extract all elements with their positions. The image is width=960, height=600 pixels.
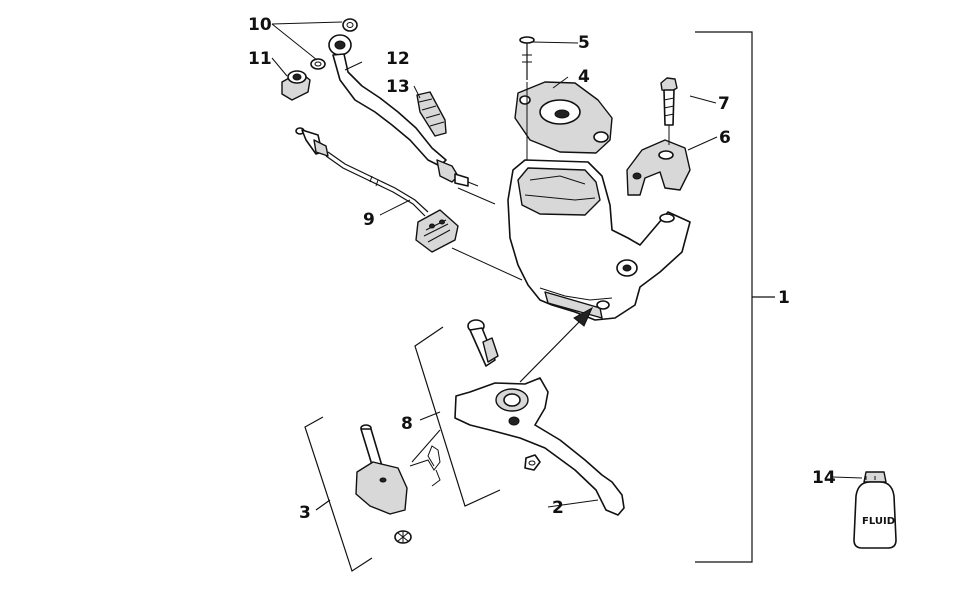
- banjo-bolt: [281, 70, 311, 101]
- assembly-bracket-1: [695, 31, 775, 563]
- callout-13: 13: [386, 77, 410, 97]
- brake-fluid-bottle: FLUID: [853, 471, 897, 549]
- assembly-leader-lines: [451, 82, 670, 281]
- callout-8: 8: [401, 414, 413, 434]
- pivot-block: [355, 461, 408, 515]
- assembly-arrow: [519, 306, 594, 383]
- callout-14: 14: [812, 468, 836, 488]
- cover-screw: [519, 36, 535, 80]
- sealing-washer-a: [310, 58, 326, 70]
- callout-9: 9: [363, 210, 375, 230]
- master-cylinder-body: [507, 159, 691, 321]
- callout-4: 4: [578, 67, 590, 87]
- clamp-bolt: [660, 77, 678, 126]
- brake-lever: [454, 377, 625, 516]
- callout-6: 6: [719, 128, 731, 148]
- callout-5: 5: [578, 33, 590, 53]
- callout-12: 12: [386, 49, 410, 69]
- lever-return-spring: [409, 429, 441, 487]
- reservoir-cover: [514, 81, 613, 154]
- callout-1: 1: [778, 288, 790, 308]
- callout-7: 7: [718, 94, 730, 114]
- assembly-bracket-8: [414, 326, 501, 507]
- sealing-washer-b: [342, 18, 358, 32]
- bottle-label-text: FLUID: [862, 516, 895, 527]
- callout-labels: 1 2 3 4 5 6 7 8 9 10 11 12 13 14: [248, 15, 836, 523]
- callout-leaders: [271, 21, 863, 508]
- lever-pivot-pin: [467, 319, 499, 367]
- callout-2: 2: [552, 498, 564, 518]
- brake-switch-wire: [295, 127, 429, 217]
- callout-11: 11: [248, 49, 272, 69]
- assembly-bracket-3: [304, 416, 373, 572]
- retaining-clip: [524, 454, 541, 471]
- pivot-washer: [394, 530, 412, 544]
- hose-boot: [416, 91, 447, 137]
- callout-3: 3: [299, 503, 311, 523]
- brake-hose: [328, 34, 479, 187]
- callout-10: 10: [248, 15, 272, 35]
- brake-switch-body: [415, 209, 459, 253]
- handlebar-clamp: [626, 139, 691, 223]
